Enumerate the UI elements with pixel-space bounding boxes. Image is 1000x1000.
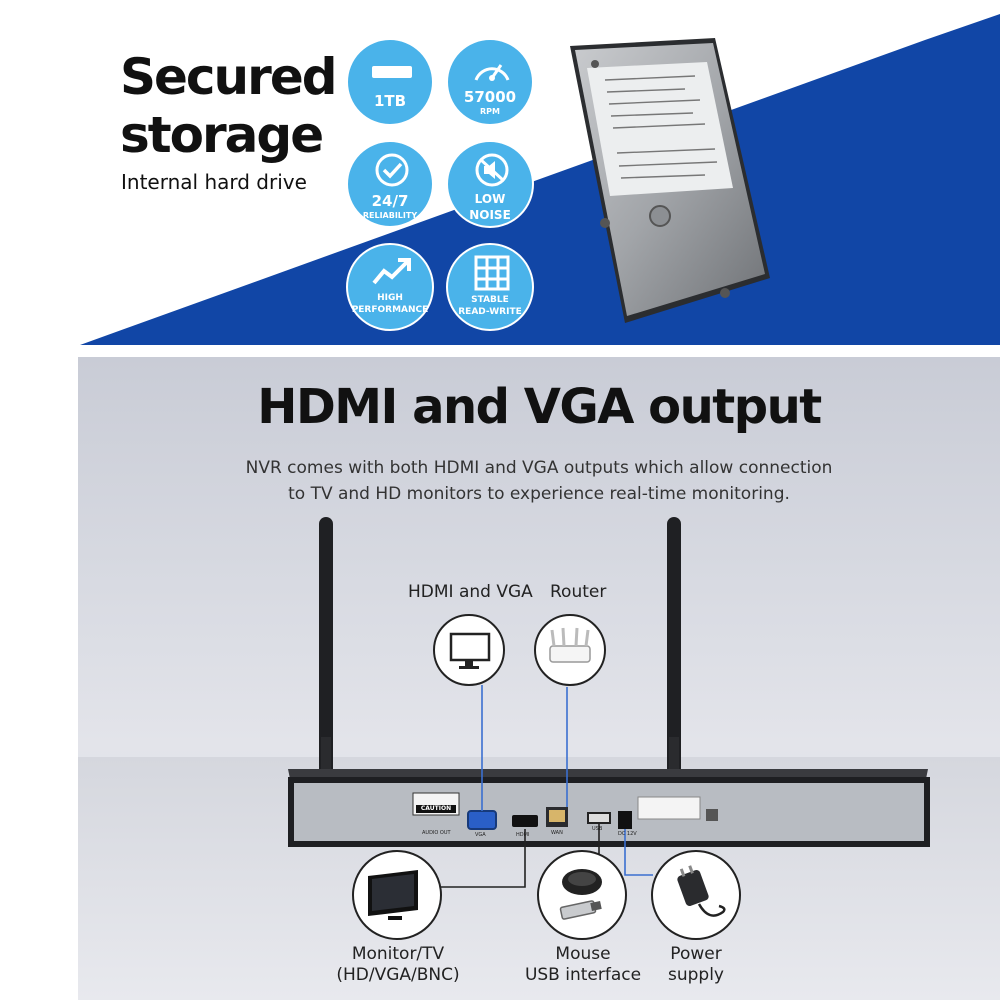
mouse-label: Mouse USB interface: [524, 944, 642, 985]
monitor-circle: [433, 614, 505, 686]
power-supply-circle: [651, 850, 741, 940]
feature-low-noise: LOW NOISE: [446, 140, 534, 228]
caution-label: CAUTION: [420, 805, 452, 812]
section-title: HDMI and VGA output: [257, 379, 822, 435]
feature-reliability: 24/7 RELIABILITY: [346, 140, 434, 228]
vga-label: VGA: [475, 832, 486, 838]
audio-out-label: AUDIO OUT: [422, 830, 451, 836]
hdmi-vga-output-panel: HDMI and VGA output NVR comes with both …: [78, 357, 1000, 1000]
feature-rpm: 57000 RPM: [446, 38, 534, 126]
secured-storage-banner: Secured storage Internal hard drive 1TB …: [0, 0, 1000, 345]
monitor-tv-circle: [352, 850, 442, 940]
feature-performance: HIGH PERFORMANCE: [346, 243, 434, 331]
feature-capacity: 1TB: [346, 38, 434, 126]
tv-icon: [368, 870, 418, 920]
power-adapter-icon: [677, 865, 726, 917]
router-icon: [549, 627, 591, 663]
checkmark-icon: [375, 153, 409, 187]
mouse-icon: [559, 869, 602, 920]
mute-speaker-icon: [475, 153, 509, 187]
router-circle: [534, 614, 606, 686]
power-supply-label: Power supply: [668, 944, 724, 985]
right-antenna: [667, 517, 681, 787]
nvr-device-image: [288, 517, 930, 888]
hdmi-label: HDMI: [516, 832, 530, 838]
dc-label: DC 12V: [618, 831, 637, 837]
usb-label: USB: [592, 826, 603, 832]
headline: Secured storage: [120, 48, 338, 164]
speedometer-icon: [474, 64, 510, 81]
mouse-circle: [537, 850, 627, 940]
grid-icon: [474, 255, 510, 291]
hard-drive-image: [570, 38, 770, 323]
hdmi-vga-label: HDMI and VGA: [408, 582, 533, 602]
feature-read-write: STABLE READ-WRITE: [446, 243, 534, 331]
wan-label: WAN: [551, 830, 563, 836]
section-description: NVR comes with both HDMI and VGA outputs…: [245, 458, 833, 504]
trend-up-icon: [372, 258, 411, 285]
drive-slot-icon: [372, 66, 412, 78]
monitor-icon: [449, 632, 491, 669]
left-antenna: [319, 517, 333, 787]
monitor-tv-label: Monitor/TV (HD/VGA/BNC): [336, 944, 460, 985]
subline: Internal hard drive: [121, 170, 307, 194]
router-label: Router: [550, 582, 607, 602]
